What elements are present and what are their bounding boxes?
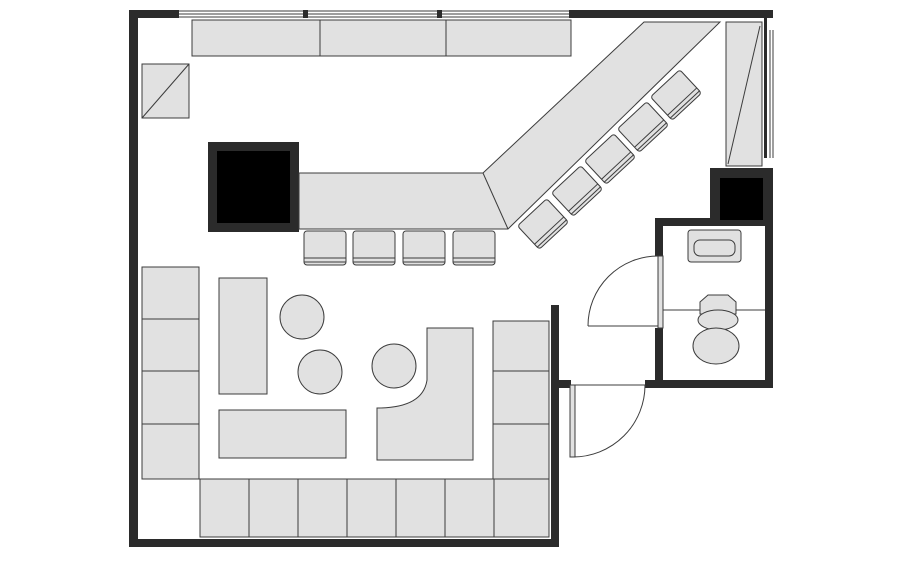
table-vertical <box>218 277 268 395</box>
wall-top-left <box>129 10 179 18</box>
wall-left <box>129 10 138 547</box>
bar-stool <box>552 166 602 216</box>
wall-entry-stub <box>559 380 571 388</box>
window-mullion-2 <box>437 10 442 18</box>
bench-seat <box>297 478 348 538</box>
wall-right-upper <box>764 10 773 18</box>
wall-restroom-right <box>765 218 773 388</box>
bar-stool <box>402 230 446 266</box>
top-bench <box>191 19 572 57</box>
bar-stool <box>518 199 568 249</box>
top-bench-section <box>191 19 321 57</box>
bench-seat <box>346 478 397 538</box>
bench-seat <box>493 478 550 538</box>
tables <box>218 277 474 461</box>
round-stool <box>371 343 417 389</box>
bar-stool <box>452 230 496 266</box>
toilet <box>692 294 740 365</box>
table-horizontal <box>218 409 347 459</box>
bench-seat <box>395 478 446 538</box>
bench-seat <box>492 370 550 425</box>
bar-stool <box>585 134 635 184</box>
round-stool <box>297 349 343 395</box>
bar-stool <box>352 230 396 266</box>
window-mullion-1 <box>303 10 308 18</box>
bar-stool <box>303 230 347 266</box>
top-windows <box>179 10 569 18</box>
columns <box>208 142 773 232</box>
wall-restroom-left-lower <box>655 328 663 388</box>
bench-seat <box>492 423 550 480</box>
column-left <box>217 151 290 223</box>
entrance-door <box>569 384 646 458</box>
table-curved <box>376 327 474 461</box>
bar-counter <box>298 21 722 230</box>
bar-stool <box>618 102 668 152</box>
bench-seat <box>248 478 299 538</box>
restroom-fixtures <box>663 229 765 365</box>
bench-seat <box>492 320 550 372</box>
bench-seat <box>141 370 200 425</box>
wall-top-right <box>569 10 773 18</box>
wall-restroom-bottom <box>645 380 773 388</box>
wall-inner-right <box>551 305 559 547</box>
round-stools <box>279 294 417 395</box>
right-cabinet <box>725 21 763 167</box>
column-right <box>720 178 763 220</box>
bench-seat <box>141 423 200 480</box>
right-window <box>764 18 774 158</box>
right-bench <box>492 320 550 480</box>
bench-seat <box>444 478 495 538</box>
round-stool <box>279 294 325 340</box>
bench-seat <box>141 266 200 320</box>
corner-cabinet <box>141 63 190 119</box>
sink <box>687 229 742 263</box>
bench-seat <box>141 318 200 372</box>
bar-stools-straight <box>303 230 496 266</box>
restroom-door <box>587 255 664 329</box>
wall-restroom-left-upper <box>655 218 663 256</box>
bench-seat <box>199 478 250 538</box>
top-bench-section <box>445 19 572 57</box>
wall-bottom <box>129 539 559 547</box>
top-bench-section <box>319 19 447 57</box>
bar-stool <box>651 70 701 120</box>
bar-stools-diagonal <box>518 70 701 249</box>
left-bench <box>141 266 200 480</box>
bottom-bench <box>199 478 550 538</box>
